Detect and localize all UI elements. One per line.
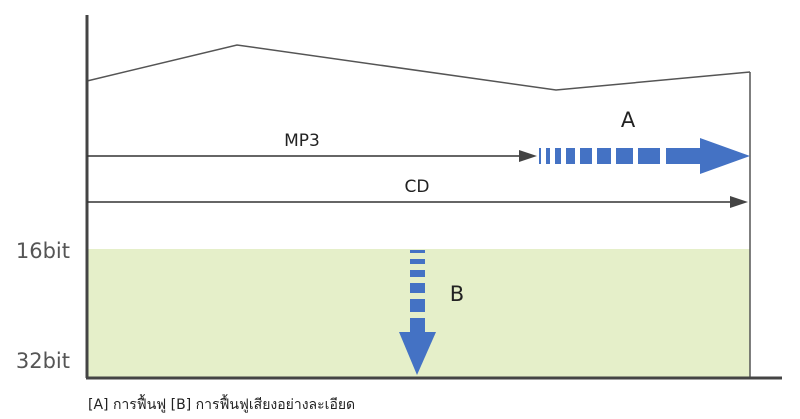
a-label: A xyxy=(621,108,636,132)
cd-label: CD xyxy=(405,177,430,197)
mp3-label: MP3 xyxy=(284,131,320,151)
caption: [A] การฟื้นฟู [B] การฟื้นฟูเสียงอย่างละเ… xyxy=(88,394,355,413)
b-label: B xyxy=(450,282,464,306)
b-arrow xyxy=(399,250,436,375)
16bit-label: 16bit xyxy=(16,239,70,263)
32bit-label: 32bit xyxy=(16,349,70,373)
cd-arrow-head xyxy=(730,196,748,208)
waveform-envelope xyxy=(86,44,751,91)
mp3-arrow-head xyxy=(519,150,537,162)
a-arrow xyxy=(539,138,750,174)
